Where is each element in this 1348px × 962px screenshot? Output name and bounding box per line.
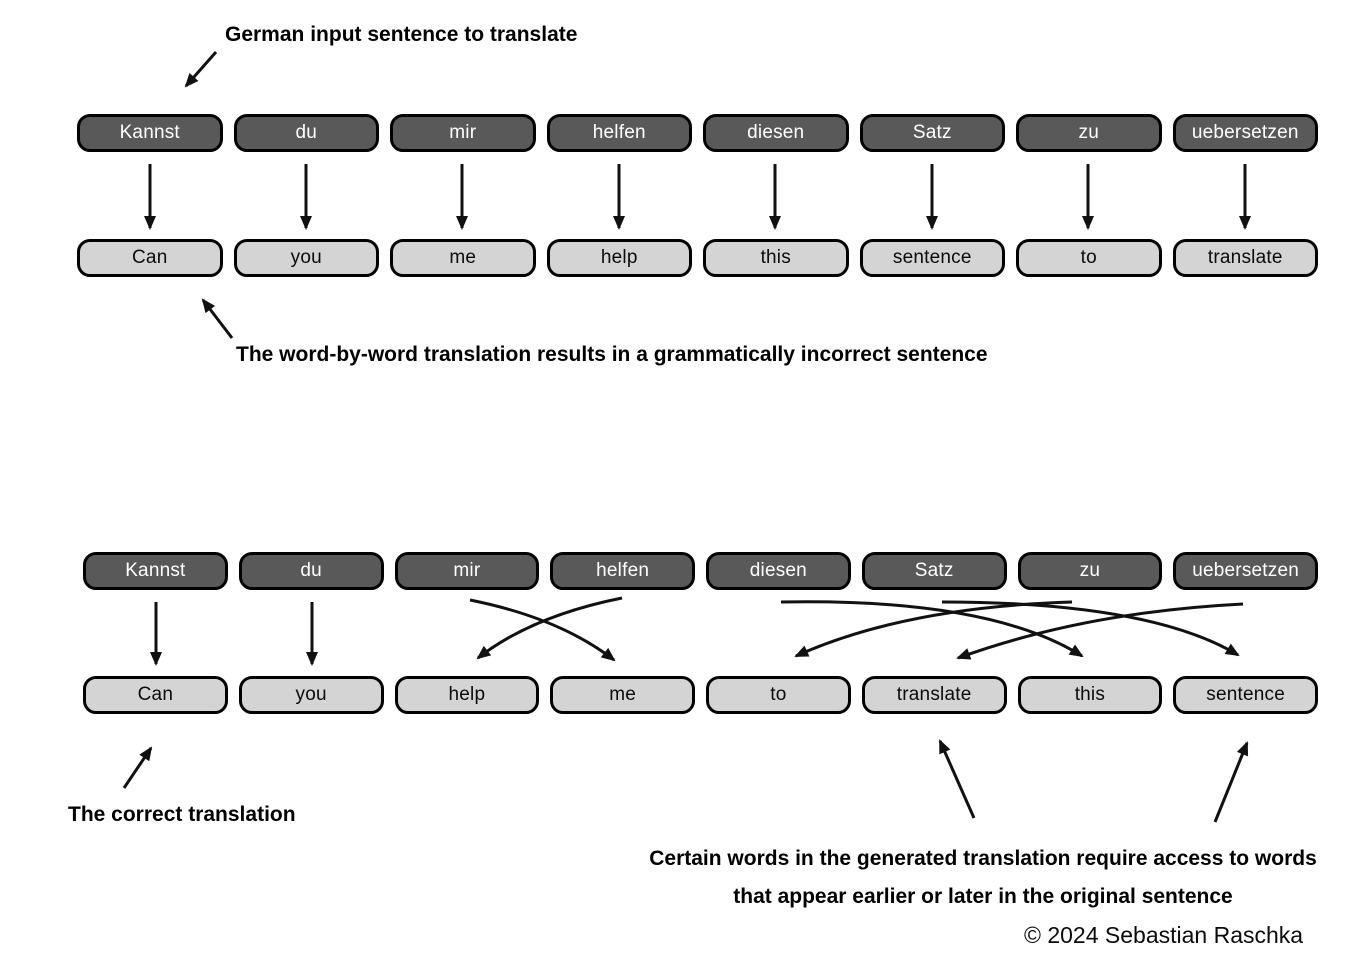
s1-english-word-sentence: sentence [859, 239, 1005, 277]
s2-german-word-uebersetzen: uebersetzen [1173, 552, 1318, 590]
arrow-access-to-translate [938, 739, 976, 819]
arrow-s2-mir-me [469, 598, 616, 662]
arrow-s2-uebersetzen-translate [956, 602, 1244, 660]
s1-english-word-this: this [703, 239, 849, 277]
arrow-access-to-sentence [1213, 741, 1249, 823]
s1-german-word-satz: Satz [859, 114, 1005, 152]
s1-german-word-du: du [233, 114, 379, 152]
s1-english-word-me: me [390, 239, 536, 277]
arrow-s2-zu-to [794, 600, 1073, 658]
label-access-line1: Certain words in the generated translati… [649, 847, 1317, 870]
arrow-correct-label [122, 746, 153, 789]
arrow-s2-helfen-help [476, 596, 623, 660]
s2-english-word-can: Can [83, 676, 228, 714]
s2-english-word-me: me [550, 676, 695, 714]
label-access-note: Certain words in the generated translati… [598, 840, 1348, 916]
s1-german-word-kannst: Kannst [77, 114, 223, 152]
label-access-line2: that appear earlier or later in the orig… [733, 885, 1233, 908]
arrow-s2-diesen-this [780, 600, 1084, 658]
s2-english-word-you: you [238, 676, 384, 714]
s2-english-word-to: to [706, 676, 851, 714]
s1-english-word-translate: translate [1172, 239, 1318, 277]
s1-english-word-you: you [233, 239, 379, 277]
s1-german-word-helfen: helfen [546, 114, 692, 152]
s1-english-word-to: to [1016, 239, 1162, 277]
s1-german-word-uebersetzen: uebersetzen [1172, 114, 1318, 152]
s1-german-word-zu: zu [1016, 114, 1162, 152]
s2-english-word-sentence: sentence [1173, 676, 1318, 714]
s2-english-word-translate: translate [861, 676, 1007, 714]
s2-german-word-helfen: helfen [550, 552, 695, 590]
row-s2-german: Kannst du mir helfen diesen Satz zu uebe… [83, 552, 1318, 590]
s2-german-word-satz: Satz [861, 552, 1007, 590]
s1-german-word-diesen: diesen [703, 114, 849, 152]
label-word-by-word: The word-by-word translation results in … [236, 343, 988, 366]
arrow-german-input-label [184, 51, 218, 88]
s2-english-word-help: help [394, 676, 540, 714]
copyright-text: © 2024 Sebastian Raschka [1024, 922, 1304, 948]
s2-german-word-kannst: Kannst [83, 552, 228, 590]
row-s2-english: Can you help me to translate this senten… [83, 676, 1318, 714]
s2-english-word-this: this [1017, 676, 1163, 714]
s2-german-word-diesen: diesen [706, 552, 851, 590]
s2-german-word-du: du [238, 552, 384, 590]
s1-german-word-mir: mir [390, 114, 536, 152]
s1-english-word-can: Can [77, 239, 223, 277]
label-german-input: German input sentence to translate [225, 23, 578, 46]
s2-german-word-mir: mir [394, 552, 540, 590]
row-s1-english: Can you me help this sentence to transla… [77, 239, 1318, 277]
s2-german-word-zu: zu [1017, 552, 1163, 590]
label-correct-translation: The correct translation [68, 803, 296, 826]
row-s1-german: Kannst du mir helfen diesen Satz zu uebe… [77, 114, 1318, 152]
arrow-word-by-word-label [201, 298, 234, 339]
s1-english-word-help: help [546, 239, 692, 277]
